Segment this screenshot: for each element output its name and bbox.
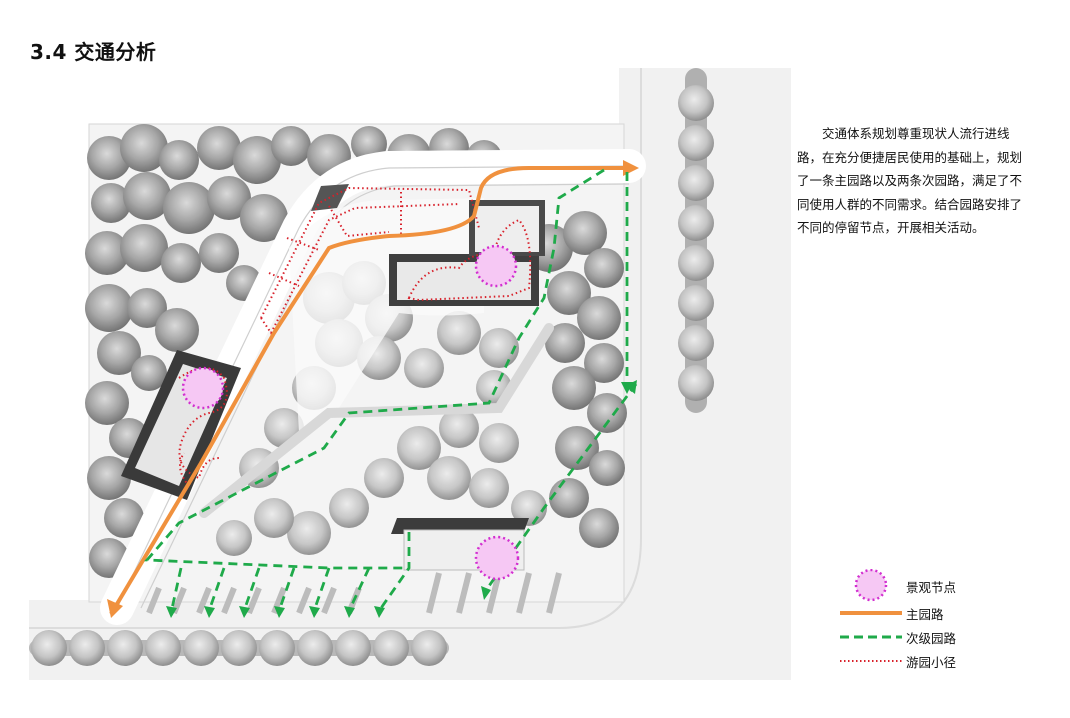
legend-item: 景观节点	[840, 569, 957, 602]
garden-trail	[178, 186, 532, 487]
description-text: 交通体系规划尊重现状人流行进线路，在充分便捷居民使用的基础上，规划了一条主园路以…	[797, 126, 1023, 235]
legend-label: 游园小径	[906, 654, 957, 670]
street-tree-row	[31, 85, 714, 666]
description-panel: 交通体系规划尊重现状人流行进线路，在充分便捷居民使用的基础上，规划了一条主园路以…	[797, 122, 1033, 240]
site-plan-drawing	[29, 68, 791, 680]
landscape-node	[181, 244, 520, 581]
secondary-path	[144, 168, 638, 614]
garden-trail-line-icon	[840, 650, 902, 672]
legend-item: 游园小径	[840, 650, 956, 672]
legend-item: 主园路	[840, 602, 944, 624]
secondary-path-arrows	[166, 380, 637, 618]
secondary-path-line-icon	[840, 626, 902, 648]
tree-canopy	[85, 124, 627, 578]
main-path-line-icon	[840, 602, 902, 624]
legend: 景观节点 主园路 次级园路 游园小径	[840, 569, 1040, 682]
legend-label: 主园路	[906, 606, 944, 622]
main-path	[109, 166, 629, 616]
legend-item: 次级园路	[840, 626, 956, 648]
landscape-node-icon	[840, 569, 902, 602]
legend-label: 景观节点	[906, 579, 957, 595]
page-title: 3.4 交通分析	[30, 40, 157, 64]
legend-label: 次级园路	[906, 630, 957, 646]
site-plan	[29, 68, 791, 680]
